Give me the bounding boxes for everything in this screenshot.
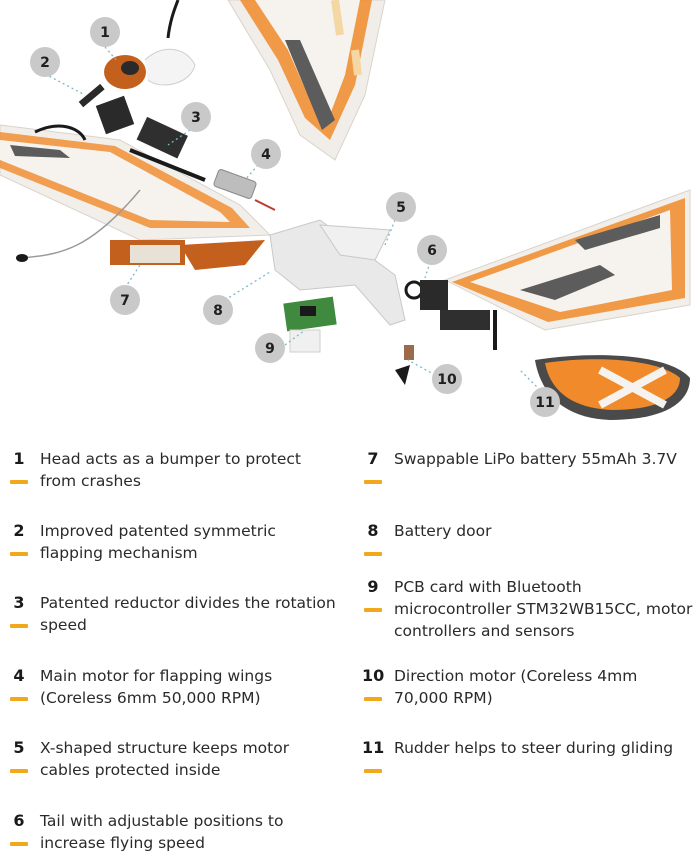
callout-10: 10 — [432, 364, 462, 394]
main-motor — [213, 169, 276, 211]
rudder — [535, 355, 690, 420]
svg-text:8: 8 — [213, 303, 223, 319]
svg-text:5: 5 — [396, 200, 406, 216]
svg-text:2: 2 — [40, 55, 50, 71]
svg-text:11: 11 — [535, 395, 554, 411]
callout-4: 4 — [251, 139, 281, 169]
svg-text:7: 7 — [120, 293, 130, 309]
callout-1: 1 — [90, 17, 120, 47]
callout-9: 9 — [255, 333, 285, 363]
svg-text:9: 9 — [265, 341, 275, 357]
battery-assembly — [16, 189, 265, 270]
svg-text:10: 10 — [437, 372, 457, 388]
tail-mechanism — [395, 280, 497, 385]
callout-5: 5 — [386, 192, 416, 222]
callout-7: 7 — [110, 285, 140, 315]
legend: 1 Head acts as a bumper to protect from … — [0, 440, 695, 868]
exploded-view-diagram: 1 2 3 4 5 6 7 8 9 10 11 — [0, 0, 691, 420]
x-structure — [269, 219, 406, 326]
svg-text:1: 1 — [100, 25, 110, 41]
callout-3: 3 — [181, 102, 211, 132]
callout-11: 11 — [530, 387, 560, 417]
svg-text:3: 3 — [191, 110, 201, 126]
right-wing — [443, 189, 691, 331]
left-wing — [0, 124, 272, 241]
callout-6: 6 — [417, 235, 447, 265]
svg-text:6: 6 — [427, 243, 437, 259]
head — [104, 0, 196, 89]
upper-wing — [227, 0, 386, 161]
svg-text:4: 4 — [261, 147, 271, 163]
callout-8: 8 — [203, 295, 233, 325]
callout-2: 2 — [30, 47, 60, 77]
flapping-mechanism — [78, 83, 206, 182]
pcb-card — [283, 296, 337, 353]
